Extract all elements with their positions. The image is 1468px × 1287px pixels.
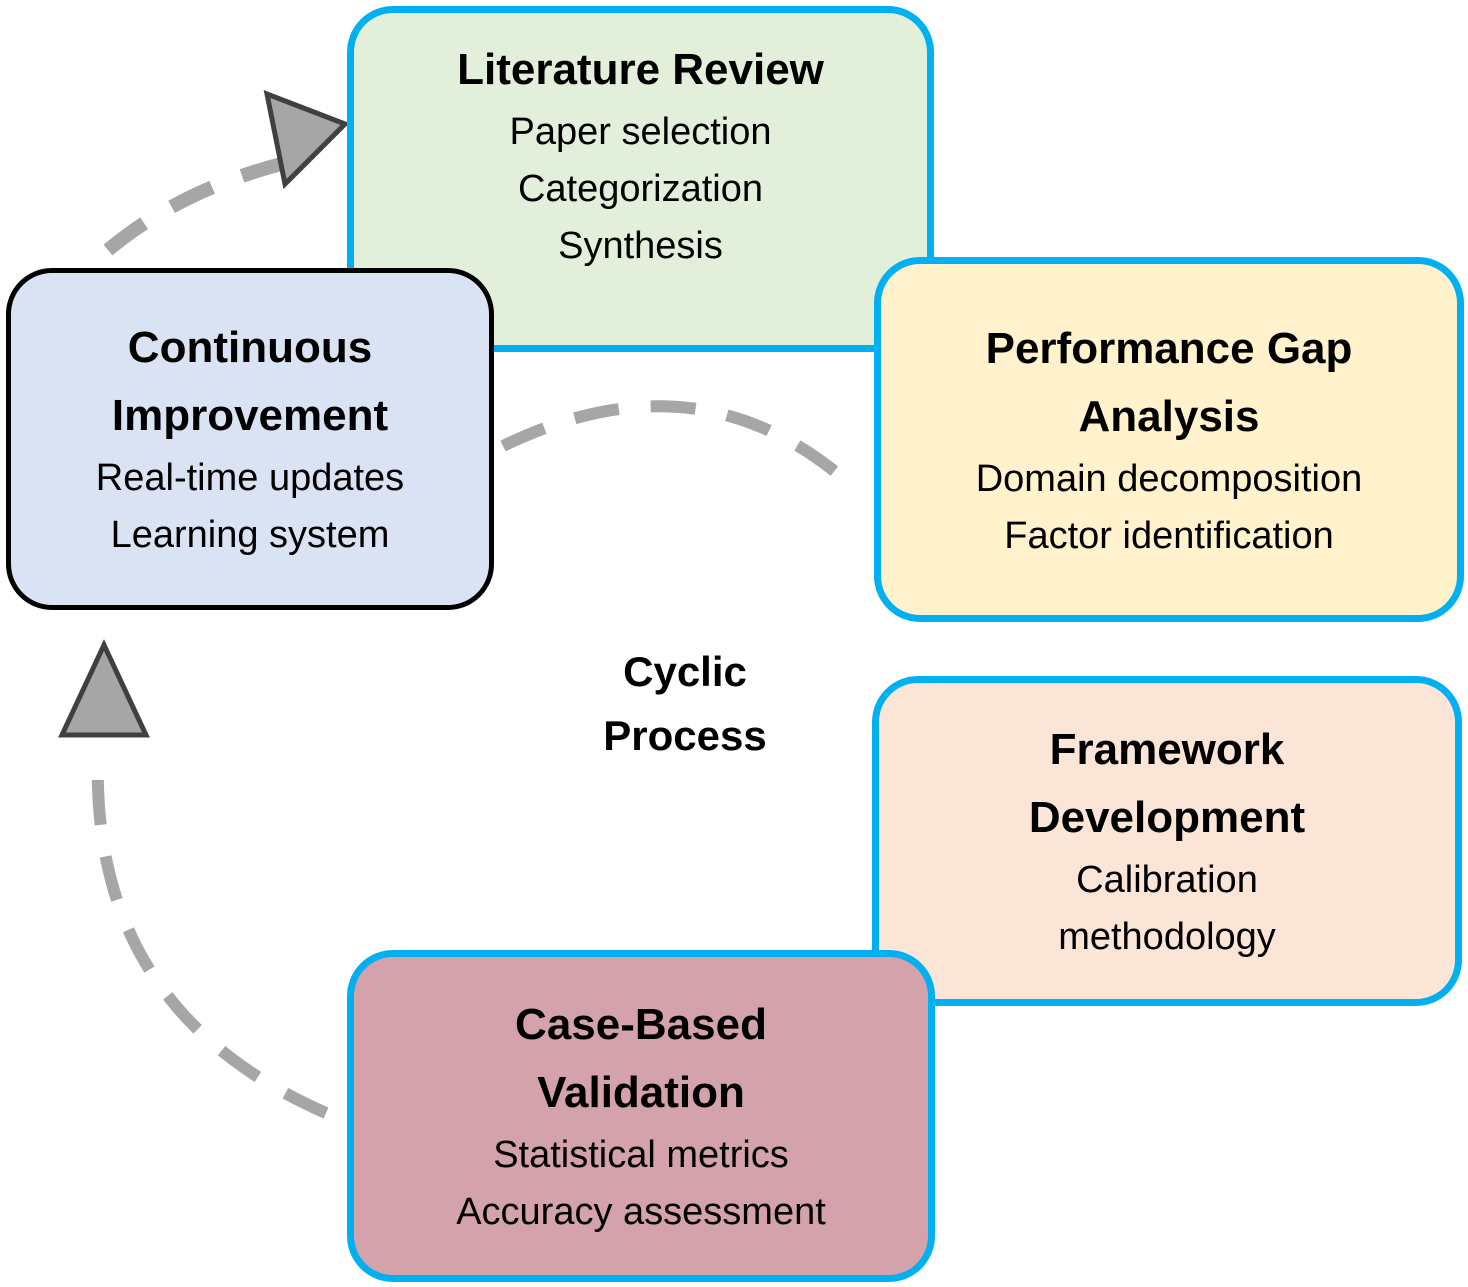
arrowhead-to-literature-icon (263, 90, 350, 190)
node-title: Framework (1049, 725, 1285, 774)
node-performance-gap-analysis: Performance Gap Analysis Domain decompos… (874, 257, 1464, 622)
node-title: Performance Gap (985, 323, 1353, 373)
node-framework-development: Framework Development Calibration method… (872, 676, 1462, 1006)
node-item: Categorization (517, 167, 764, 210)
node-item: Calibration (1076, 859, 1258, 901)
center-label-line: Cyclic (623, 648, 747, 695)
connector-validation-to-improvement (91, 754, 329, 1119)
node-literature-review: Literature Review Paper selection Catego… (347, 6, 934, 352)
node-item: Paper selection (509, 110, 772, 153)
node-title: Development (1028, 793, 1306, 842)
node-title: Case-Based (515, 1000, 767, 1049)
node-item: Domain decomposition (975, 457, 1363, 500)
node-title: Improvement (111, 391, 389, 440)
node-item: Factor identification (1004, 514, 1334, 557)
node-case-based-validation: Case-Based Validation Statistical metric… (347, 950, 935, 1282)
node-title: Validation (537, 1068, 745, 1117)
arrowhead-to-improvement-icon (58, 639, 150, 738)
node-continuous-improvement: Continuous Improvement Real-time updates… (6, 268, 494, 610)
node-title: Literature Review (457, 44, 824, 94)
node-item: Real-time updates (95, 457, 405, 499)
node-item: Learning system (110, 514, 390, 556)
connector-improvement-to-literature (103, 156, 287, 256)
center-label-line: Process (603, 712, 767, 759)
node-item: Accuracy assessment (456, 1191, 826, 1233)
node-title: Analysis (1078, 391, 1260, 441)
node-item: Statistical metrics (493, 1134, 789, 1176)
connector-performance-to-improvement (500, 400, 856, 491)
node-item: methodology (1058, 916, 1276, 958)
center-label: Cyclic Process (560, 640, 810, 768)
node-item: Synthesis (558, 224, 723, 267)
node-title: Continuous (127, 323, 373, 372)
